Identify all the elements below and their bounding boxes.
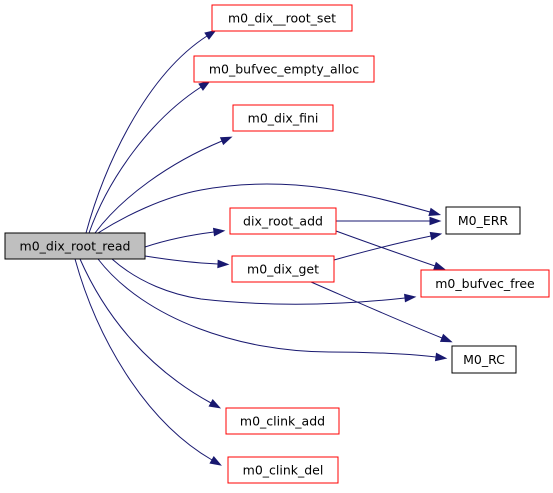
node-box bbox=[232, 104, 334, 132]
node-box bbox=[445, 206, 521, 235]
edge-root-to-m0_rc bbox=[97, 258, 448, 362]
arrow-head-icon bbox=[433, 261, 446, 270]
node-label: dix_root_add bbox=[243, 214, 323, 229]
node-label: m0_dix__root_set bbox=[228, 11, 336, 26]
arrow-head-icon bbox=[429, 231, 443, 241]
edge-root-to-clink_del bbox=[74, 258, 222, 466]
node-root[interactable]: m0_dix_root_read bbox=[4, 232, 146, 260]
node-root-set[interactable]: m0_dix__root_set bbox=[211, 4, 353, 32]
nodes-layer: m0_dix_root_read m0_dix__root_set m0_bufve… bbox=[4, 4, 550, 484]
node-box bbox=[225, 407, 340, 435]
node-label: m0_bufvec_free bbox=[435, 276, 535, 291]
node-box bbox=[4, 232, 146, 260]
node-label: m0_clink_add bbox=[240, 414, 325, 429]
edge-line bbox=[97, 258, 437, 358]
edge-dix_root_add-to-m0_err bbox=[336, 216, 442, 226]
arrow-head-icon bbox=[428, 207, 442, 217]
node-m0-err: M0_ERR bbox=[445, 206, 521, 235]
node-box bbox=[227, 456, 339, 484]
arrow-head-icon bbox=[209, 456, 222, 466]
edge-line bbox=[144, 231, 215, 248]
node-clink-add[interactable]: m0_clink_add bbox=[225, 407, 340, 435]
edge-line bbox=[144, 255, 219, 265]
node-box bbox=[211, 4, 353, 32]
edge-root-to-dix_fini bbox=[94, 136, 233, 234]
node-m0-rc: M0_RC bbox=[451, 345, 517, 374]
edge-root-to-dix_get bbox=[144, 255, 230, 269]
edge-line bbox=[335, 230, 436, 267]
node-clink-del[interactable]: m0_clink_del bbox=[227, 456, 339, 484]
node-bufvec-free[interactable]: m0_bufvec_free bbox=[420, 269, 550, 298]
arrow-head-icon bbox=[212, 227, 226, 237]
edge-line bbox=[85, 35, 208, 234]
edge-dix_get-to-m0_err bbox=[333, 231, 443, 261]
edge-root-to-bufvec_empty_alloc bbox=[88, 80, 211, 234]
node-dix-get[interactable]: m0_dix_get bbox=[231, 255, 335, 283]
edge-dix_root_add-to-bufvec_free bbox=[335, 230, 446, 270]
edge-line bbox=[94, 140, 223, 234]
edge-root-to-m0_err bbox=[97, 183, 442, 234]
edge-root-to-clink_add bbox=[79, 258, 222, 409]
edge-line bbox=[88, 86, 202, 234]
arrow-head-icon bbox=[404, 293, 417, 303]
edge-line bbox=[97, 183, 431, 234]
edge-root-to-root_set bbox=[85, 29, 217, 234]
arrow-head-icon bbox=[219, 136, 233, 146]
node-bufvec-empty-alloc[interactable]: m0_bufvec_empty_alloc bbox=[193, 55, 375, 83]
edge-line bbox=[74, 258, 213, 461]
node-box bbox=[231, 255, 335, 283]
edge-line bbox=[79, 258, 212, 404]
node-label: M0_ERR bbox=[458, 213, 509, 228]
arrow-head-icon bbox=[198, 80, 211, 91]
node-label: M0_RC bbox=[463, 352, 505, 367]
node-label: m0_bufvec_empty_alloc bbox=[209, 62, 359, 77]
arrow-head-icon bbox=[434, 352, 448, 362]
node-dix-root-add[interactable]: dix_root_add bbox=[229, 207, 337, 235]
node-box bbox=[193, 55, 375, 83]
node-box bbox=[451, 345, 517, 374]
edge-root-to-dix_root_add bbox=[144, 227, 226, 248]
arrow-head-icon bbox=[439, 333, 453, 343]
arrow-head-icon bbox=[208, 398, 222, 409]
node-label: m0_dix_fini bbox=[248, 111, 319, 126]
edges-layer bbox=[74, 29, 453, 466]
node-box bbox=[229, 207, 337, 235]
arrow-head-icon bbox=[429, 216, 442, 226]
edge-line bbox=[310, 281, 443, 339]
node-dix-fini[interactable]: m0_dix_fini bbox=[232, 104, 334, 132]
arrow-head-icon bbox=[217, 259, 230, 269]
edge-dix_get-to-m0_rc bbox=[310, 281, 453, 343]
node-box bbox=[420, 269, 550, 298]
arrow-head-icon bbox=[204, 29, 217, 40]
node-label: m0_clink_del bbox=[243, 463, 324, 478]
node-label: m0_dix_get bbox=[247, 262, 319, 277]
node-label: m0_dix_root_read bbox=[20, 239, 131, 254]
edge-line bbox=[333, 235, 432, 261]
